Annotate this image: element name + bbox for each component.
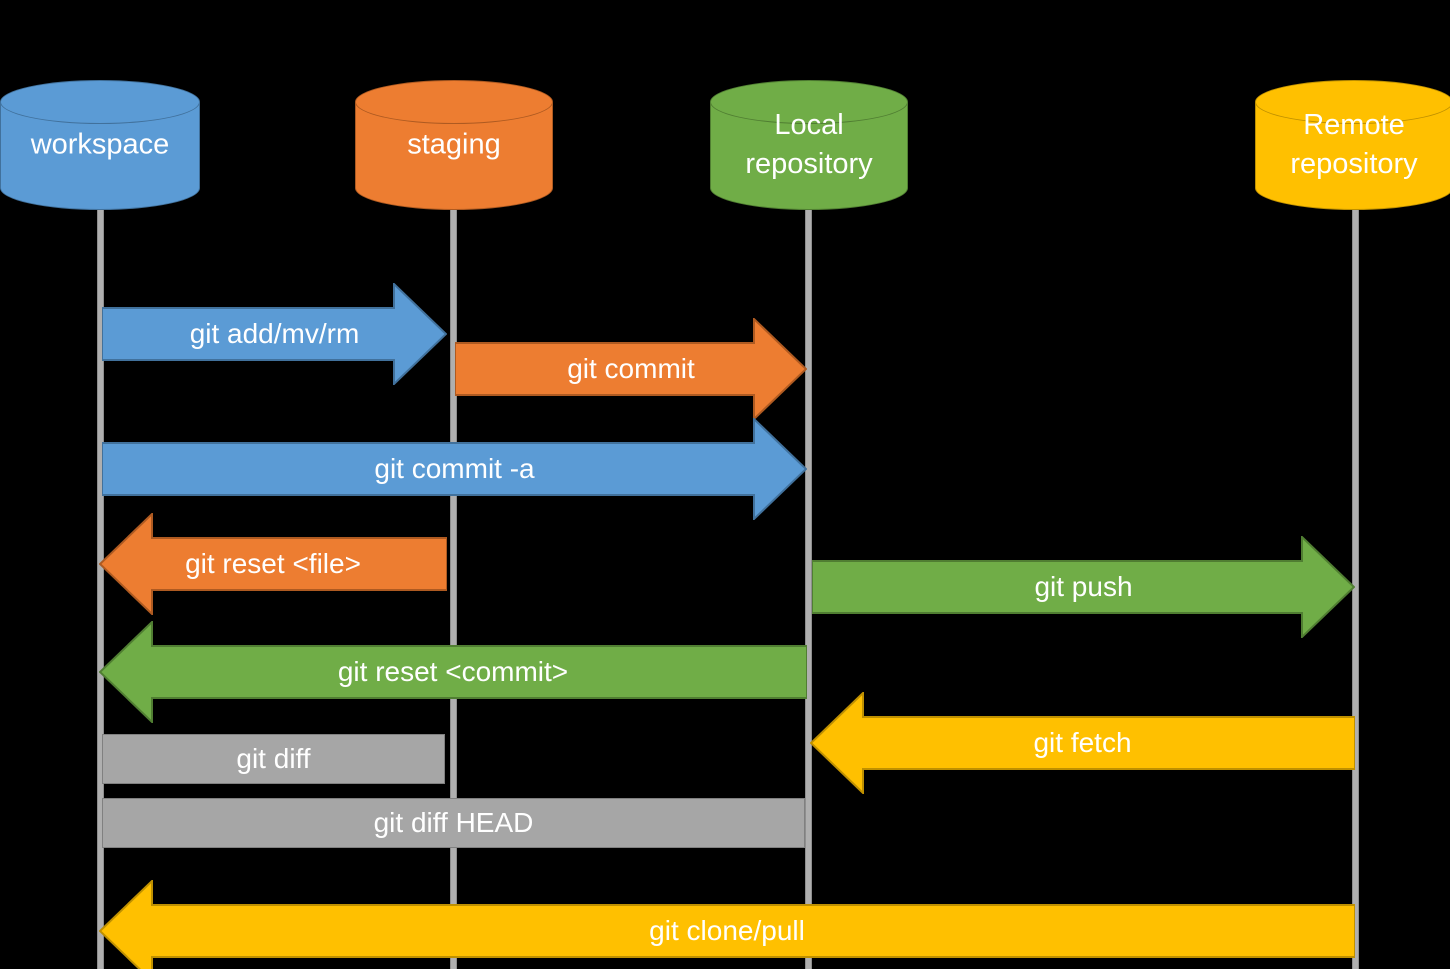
lifeline-staging (450, 204, 457, 969)
flow-arrow-git-reset-commit: git reset <commit> (99, 621, 807, 723)
flow-arrow-git-clone-pull: git clone/pull (99, 880, 1355, 969)
arrow-shape-git-clone-pull (99, 880, 1355, 969)
arrow-shape-git-fetch (810, 692, 1355, 794)
flow-bar-label-git-diff-head: git diff HEAD (373, 807, 534, 838)
arrow-shape-git-reset-file (99, 513, 447, 615)
arrow-shape-git-commit-a (102, 418, 807, 520)
node-cylinder-local: Local repository (710, 80, 908, 210)
node-label-remote: Remote repository (1290, 108, 1418, 180)
node-label-local: Local repository (745, 108, 873, 180)
flow-bar-git-diff-head: git diff HEAD (102, 798, 805, 848)
flow-bar-label-git-diff: git diff (236, 743, 311, 774)
flow-arrow-git-push: git push (812, 536, 1355, 638)
lifeline-workspace (97, 204, 104, 969)
cylinder-top-staging (355, 80, 553, 124)
flow-arrow-git-add: git add/mv/rm (102, 283, 447, 385)
arrow-shape-git-reset-commit (99, 621, 807, 723)
flow-arrow-git-fetch: git fetch (810, 692, 1355, 794)
flow-arrow-git-commit: git commit (455, 318, 807, 420)
cylinder-top-local (710, 80, 908, 124)
node-label-workspace: workspace (30, 128, 170, 161)
node-cylinder-staging: staging (355, 80, 553, 210)
flow-arrow-git-reset-file: git reset <file> (99, 513, 447, 615)
flow-arrow-git-commit-a: git commit -a (102, 418, 807, 520)
arrow-shape-git-commit (455, 318, 807, 420)
flow-bar-git-diff: git diff (102, 734, 445, 784)
cylinder-top-workspace (0, 80, 200, 124)
node-cylinder-workspace: workspace (0, 80, 200, 210)
node-cylinder-remote: Remote repository (1255, 80, 1450, 210)
arrow-shape-git-add (102, 283, 447, 385)
arrow-shape-git-push (812, 536, 1355, 638)
node-label-staging: staging (407, 128, 501, 161)
cylinder-top-remote (1255, 80, 1450, 124)
